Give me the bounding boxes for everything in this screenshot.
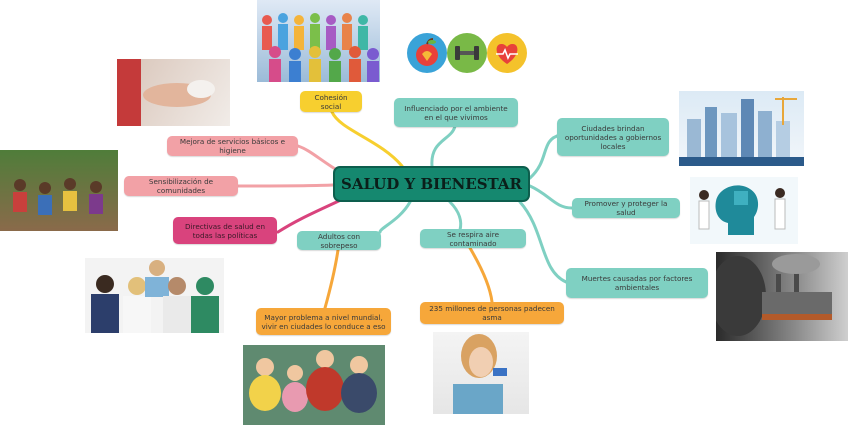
health-meeting-photo — [85, 258, 224, 333]
node-ciudades-oportunidades[interactable]: Ciudades brindan oportunidades a gobiern… — [557, 118, 669, 156]
community-photo — [0, 150, 118, 231]
dumbbell-icon — [447, 33, 487, 73]
asthma-inhaler-photo — [433, 332, 529, 414]
node-mejora-servicios[interactable]: Mejora de servicios básicos e higiene — [167, 136, 298, 156]
city-buildings-illustration — [679, 91, 804, 166]
node-muertes-ambientales[interactable]: Muertes causadas por factores ambientale… — [566, 268, 708, 298]
crowd-illustration — [257, 0, 380, 82]
heartbeat-icon — [487, 33, 527, 73]
node-cohesion-social[interactable]: Cohesión social — [300, 91, 362, 112]
pollution-photo — [716, 252, 848, 341]
node-promover-salud[interactable]: Promover y proteger la salud — [572, 198, 680, 218]
node-influenciado-ambiente[interactable]: Influenciado por el ambiente en el que v… — [394, 98, 518, 127]
node-aire-contaminado[interactable]: Se respira aire contaminado — [420, 229, 526, 248]
node-mayor-problema[interactable]: Mayor problema a nivel mundial, vivir en… — [256, 308, 391, 335]
puzzle-head-illustration — [690, 177, 798, 244]
overweight-illustration — [243, 345, 385, 425]
central-topic[interactable]: SALUD Y BIENESTAR — [333, 166, 530, 202]
apple-heart-icon — [407, 33, 447, 73]
node-adultos-sobrepeso[interactable]: Adultos con sobrepeso — [297, 231, 381, 250]
node-sensibilizacion-comunidades[interactable]: Sensibilización de comunidades — [124, 176, 238, 196]
node-directivas-salud[interactable]: Directivas de salud en todas las polític… — [173, 217, 277, 244]
handwashing-photo — [117, 59, 230, 126]
node-millones-asma[interactable]: 235 millones de personas padecen asma — [420, 302, 564, 324]
